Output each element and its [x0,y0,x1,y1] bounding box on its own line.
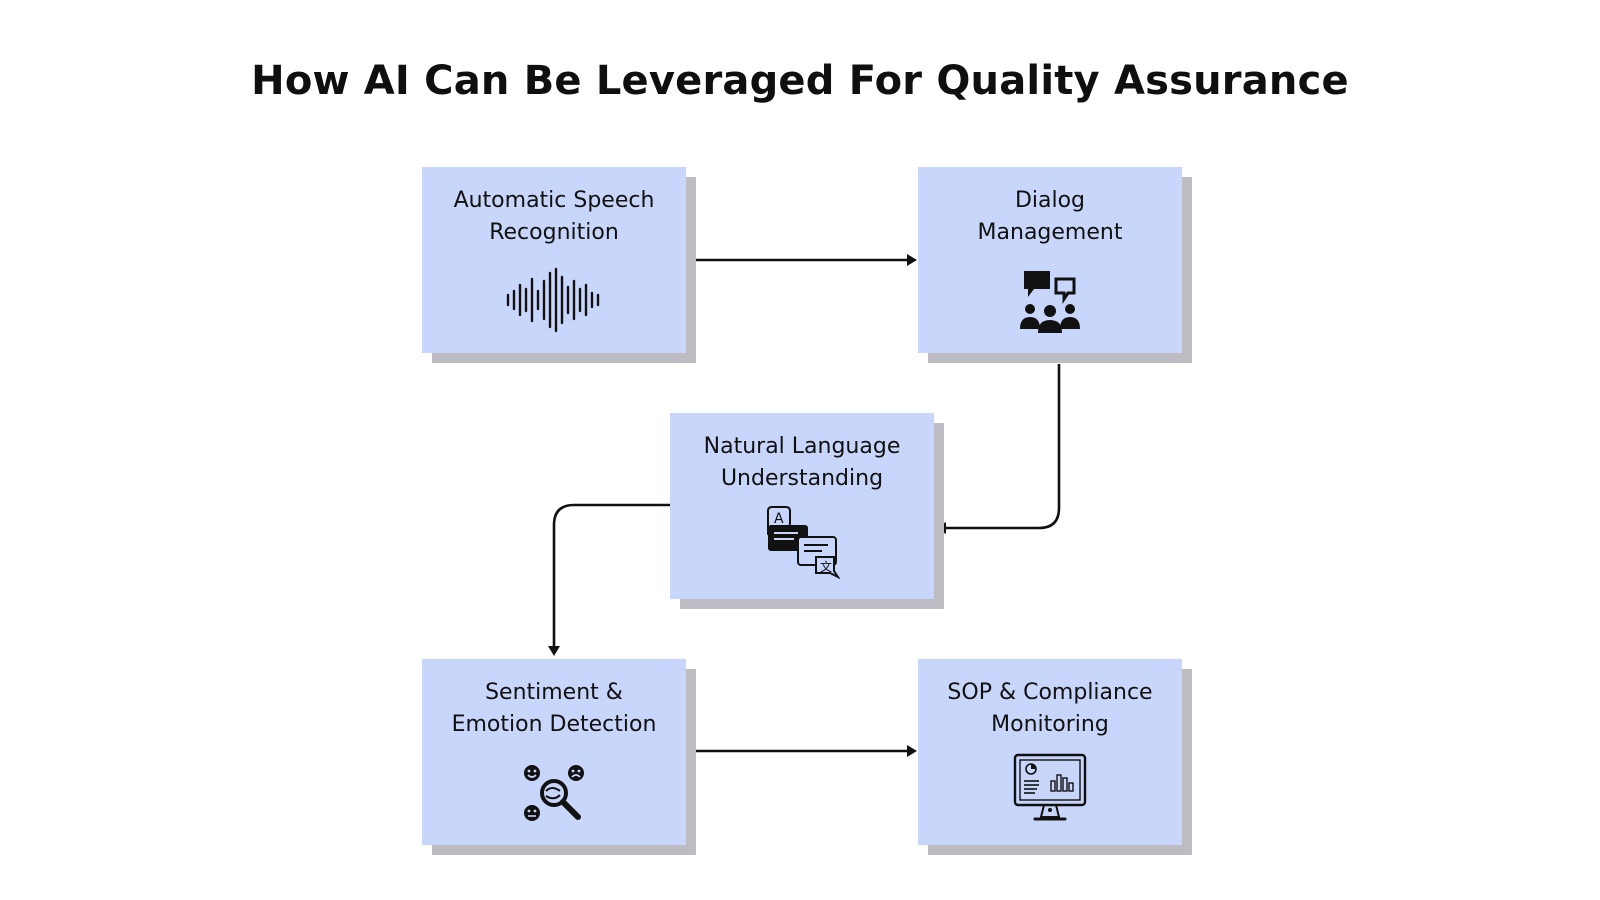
page-title: How AI Can Be Leveraged For Quality Assu… [251,58,1349,104]
node-sop-compliance-monitoring: SOP & Compliance Monitoring [918,659,1182,845]
group-chat-icon [918,269,1182,333]
svg-text:A: A [774,511,784,527]
monitor-dashboard-icon [918,753,1182,825]
node-label: SOP & Compliance Monitoring [947,680,1153,737]
node-automatic-speech-recognition: Automatic Speech Recognition [422,167,686,353]
edge-nlu-to-sentiment [548,503,670,656]
node-label: Natural Language Understanding [703,434,901,491]
edge-asr-to-dialog [686,254,917,266]
edge-sentiment-to-sop [686,745,917,757]
emotion-search-icon [422,763,686,825]
svg-text:文: 文 [820,559,832,574]
node-label: Dialog Management [977,188,1123,245]
sound-wave-icon [422,267,686,333]
node-dialog-management: Dialog Management [918,167,1182,353]
node-natural-language-understanding: Natural Language Understanding A 文 [670,413,934,599]
node-label: Sentiment & Emotion Detection [451,680,657,737]
edge-dialog-to-nlu [936,364,1061,534]
node-sentiment-emotion-detection: Sentiment & Emotion Detection [422,659,686,845]
translate-chat-icon: A 文 [670,505,934,579]
node-label: Automatic Speech Recognition [453,188,655,245]
